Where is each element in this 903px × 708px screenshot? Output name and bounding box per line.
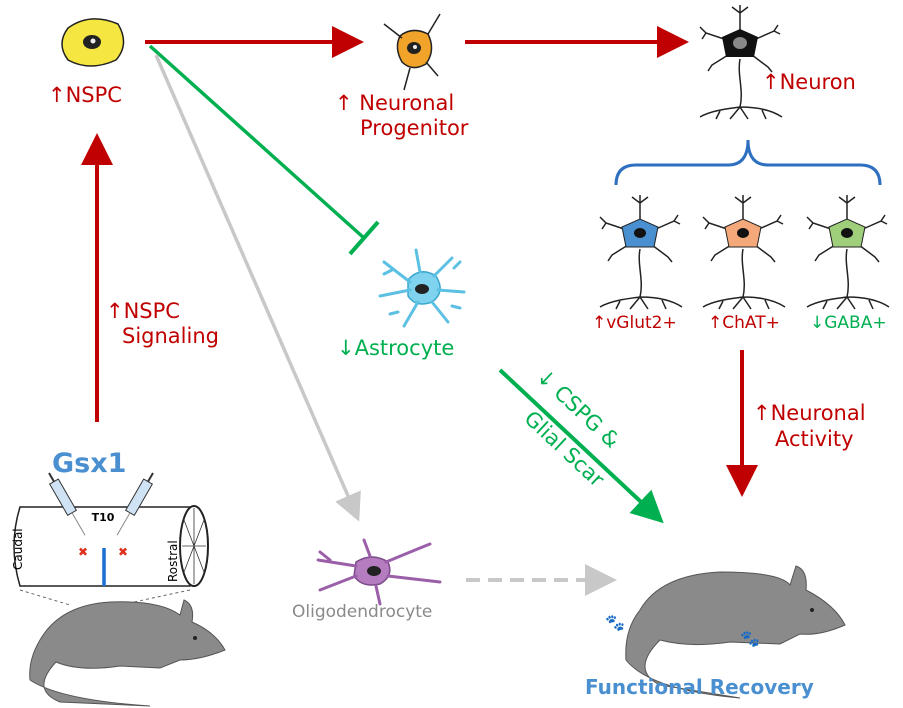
syringe-icon <box>48 472 86 536</box>
astrocyte-icon <box>378 248 466 328</box>
paw-print-icon: 🐾 <box>740 629 760 648</box>
astrocyte-label: ↓Astrocyte <box>337 336 454 360</box>
spinal-level-label: T10 <box>92 511 115 524</box>
gaba-label: ↓GABA+ <box>810 313 887 333</box>
progenitor-label-line1: ↑ Neuronal <box>335 91 454 115</box>
neuronal-activity-label-line1: ↑Neuronal <box>753 401 866 425</box>
recovered-mouse-illustration: 🐾 🐾 <box>605 565 846 699</box>
arrow-nspc-to-oligodendrocyte <box>154 54 361 522</box>
neuron-subtype-brace <box>614 139 882 186</box>
chat-neuron-icon <box>702 194 786 310</box>
arrow-astrocyte-to-recovery <box>498 368 664 524</box>
neuron-label: ↑Neuron <box>762 70 856 94</box>
neuron-icon <box>699 4 783 120</box>
nspc-signaling-label-line1: ↑NSPC <box>106 299 180 323</box>
paw-print-icon: 🐾 <box>605 613 625 632</box>
neuronal-progenitor-icon <box>383 13 441 91</box>
rostral-label: Rostral <box>166 540 180 582</box>
progenitor-label-line2: Progenitor <box>360 116 469 140</box>
gsx1-label: Gsx1 <box>52 448 126 479</box>
nspc-signaling-label-line2: Signaling <box>122 324 219 348</box>
injured-mouse-illustration <box>29 599 226 707</box>
functional-recovery-label: Functional Recovery <box>585 675 814 699</box>
oligodendrocyte-icon <box>316 538 442 606</box>
inhibition-bar <box>348 220 380 256</box>
caudal-label: Caudal <box>11 528 25 570</box>
nspc-label: ↑NSPC <box>48 83 122 107</box>
inhibition-nspc-to-astrocyte <box>148 44 366 240</box>
chat-label: ↑ChAT+ <box>708 313 780 333</box>
vglut2-label: ↑vGlut2+ <box>592 313 677 333</box>
syringe-icon <box>116 472 154 536</box>
oligodendrocyte-label: Oligodendrocyte <box>292 602 432 622</box>
vglut2-neuron-icon <box>599 194 683 310</box>
gaba-neuron-icon <box>806 194 890 310</box>
nspc-cell-icon <box>61 18 125 67</box>
spinal-cord-illustration: ✖ ✖ T10 Caudal Rostral <box>11 472 209 606</box>
neuronal-activity-label-line2: Activity <box>775 427 854 451</box>
injection-site-marker: ✖ <box>118 545 128 559</box>
injection-site-marker: ✖ <box>78 545 88 559</box>
